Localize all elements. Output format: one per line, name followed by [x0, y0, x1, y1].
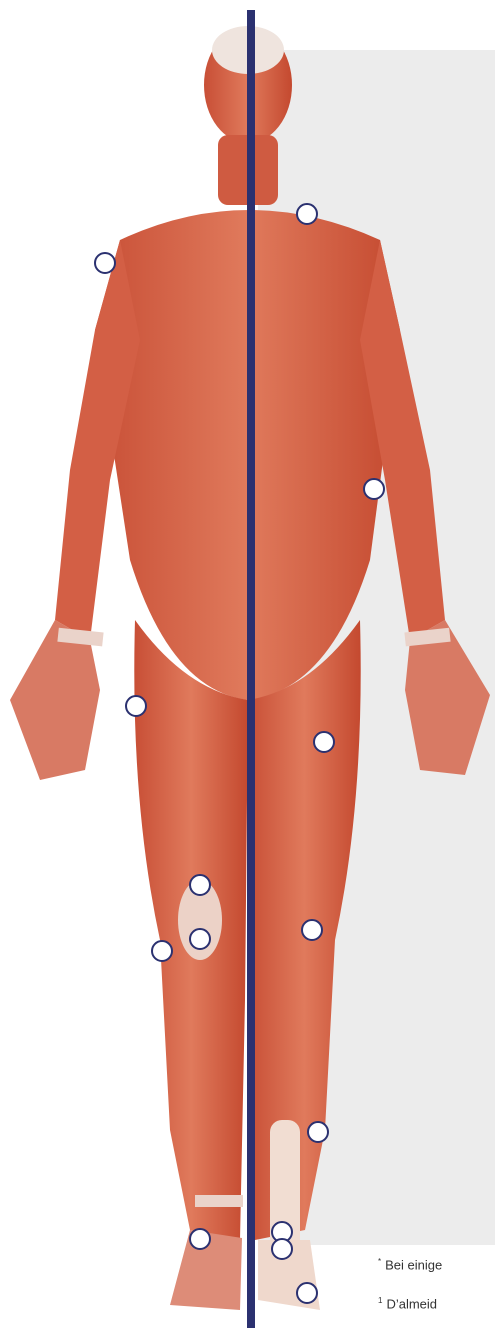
marker-knee-back[interactable] [301, 919, 323, 941]
marker-knee-upper[interactable] [189, 874, 211, 896]
footnote-one: 1 D’almeid [378, 1296, 437, 1311]
footnote-marker: * [378, 1257, 381, 1266]
footnote-marker: 1 [378, 1296, 382, 1305]
marker-neck[interactable] [296, 203, 318, 225]
marker-calf[interactable] [307, 1121, 329, 1143]
marker-ankle-front[interactable] [189, 1228, 211, 1250]
left-ankle-band [195, 1195, 243, 1207]
footnote-asterisk: * Bei einige [378, 1257, 442, 1272]
marker-ankle-back-lower[interactable] [271, 1238, 293, 1260]
marker-elbow[interactable] [363, 478, 385, 500]
footnote-text: Bei einige [385, 1257, 442, 1272]
marker-knee-outer[interactable] [151, 940, 173, 962]
marker-knee-inner[interactable] [189, 928, 211, 950]
marker-shoulder[interactable] [94, 252, 116, 274]
footnote-text: D’almeid [386, 1296, 437, 1311]
midline-divider [247, 10, 255, 1328]
marker-heel[interactable] [296, 1282, 318, 1304]
marker-hip[interactable] [125, 695, 147, 717]
marker-hamstring[interactable] [313, 731, 335, 753]
